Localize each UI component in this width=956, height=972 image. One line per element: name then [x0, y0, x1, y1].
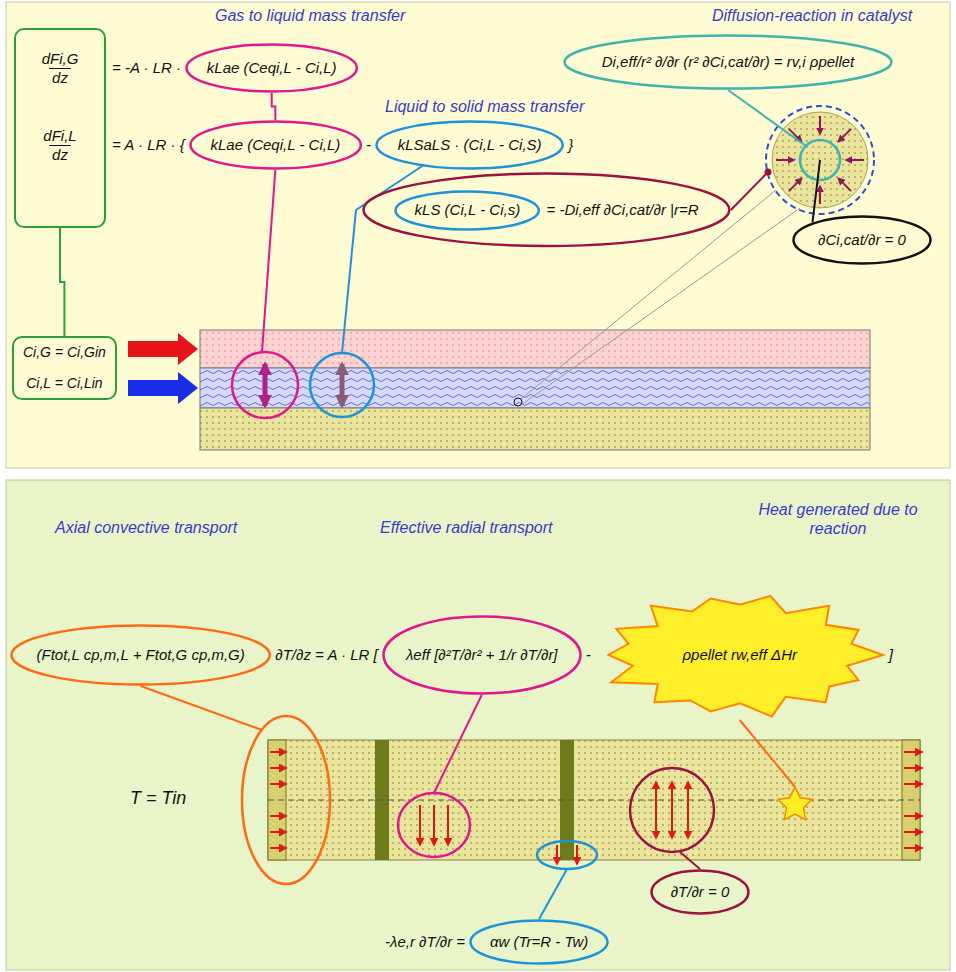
radial-arrows	[420, 805, 577, 864]
fraction: dFi,Ldz	[43, 127, 76, 164]
leader-line	[728, 90, 806, 146]
catalyst-layer	[200, 408, 870, 450]
equation-text: ∂Ci,cat/∂r = 0	[818, 231, 906, 249]
section-heading: Axial convective transport	[55, 518, 237, 537]
equation-text: ∂T/∂r = 0	[671, 883, 730, 901]
tube-axis	[268, 800, 920, 801]
leader-line	[813, 160, 820, 222]
equation-text: kLae (Ceqi,L - Ci,L)	[207, 59, 337, 77]
leader-line	[539, 869, 567, 919]
gas-liquid-zoom	[232, 352, 298, 418]
equation-term: -	[366, 136, 371, 154]
wall-zoom	[537, 841, 597, 869]
connector	[60, 228, 64, 336]
boundary-ellipse: = -Di,eff ∂Ci,cat/∂r |r=R kLS (Ci,L - Ci,…	[362, 172, 731, 248]
equation-text: kLae (Ceqi,L - Ci,L)	[210, 136, 340, 154]
reactor-tube	[268, 740, 920, 860]
term-ellipse: kLSaLS · (Ci,L - Ci,S)	[375, 120, 564, 170]
leader-line	[262, 170, 275, 352]
term-ellipse: λeff [∂²T/∂r² + 1/r ∂T/∂r]	[382, 615, 582, 695]
boundary-box: dFi,GdzdFi,Ldz	[14, 28, 106, 228]
equation-term: }	[568, 136, 573, 154]
equation-term: -	[586, 646, 591, 664]
liquid-inlet-arrow	[128, 372, 198, 404]
section-heading: Liquid to solid mass transfer	[385, 97, 584, 116]
equation-text: kLS (Ci,L - Ci,s)	[415, 201, 521, 219]
pellet-marker	[514, 398, 522, 406]
term-ellipse: kLae (Ceqi,L - Ci,L)	[185, 43, 358, 93]
equation-term: -λe,r ∂T/∂r =	[385, 933, 465, 951]
equation-text: αw (Tr=R - Tw)	[490, 933, 588, 951]
equation-text: dz	[49, 145, 71, 164]
equation-text: (Ftot,L cp,m,L + Ftot,G cp,m,G)	[36, 646, 244, 664]
axis-zoom	[630, 768, 714, 852]
axial-zoom	[242, 716, 330, 884]
symmetry-arrows	[656, 782, 688, 838]
gas-inlet-arrow	[128, 333, 198, 365]
equation-term: ∂T/∂z = A · LR [	[275, 646, 377, 664]
wall-condition-ellipse: αw (Tr=R - Tw)	[469, 919, 609, 965]
section-heading: Effective radial transport	[380, 518, 553, 537]
equation-term: ]	[889, 646, 893, 664]
flow-arrows	[270, 752, 922, 848]
equation-text: = -Di,eff ∂Ci,cat/∂r |r=R	[546, 201, 698, 219]
fraction: dFi,Gdz	[42, 50, 79, 87]
liquid-solid-zoom	[310, 353, 374, 417]
bottom-panel	[6, 480, 950, 970]
heat-star: ρpellet rw,eff ΔHr	[595, 590, 885, 720]
heat-spot	[778, 787, 812, 820]
leader-line	[680, 852, 700, 869]
equation-term: T = Tin	[130, 788, 186, 810]
top-panel	[6, 2, 950, 468]
connector	[272, 93, 276, 120]
section-heading: Heat generated due to reaction	[758, 500, 918, 538]
leader-line	[740, 720, 795, 787]
term-ellipse: (Ftot,L cp,m,L + Ftot,G cp,m,G)	[10, 624, 271, 686]
axis-condition-ellipse: ∂T/∂r = 0	[650, 869, 750, 915]
leader-line	[141, 686, 262, 730]
equation-text: Di,eff/r² ∂/∂r (r² ∂Ci,cat/∂r) = rv,i ρp…	[602, 53, 855, 71]
leader-line	[731, 172, 768, 210]
equation-text: dz	[49, 68, 71, 87]
equation-text: ρpellet rw,eff ΔHr	[682, 646, 797, 664]
equation-term: = -A · LR ·	[112, 59, 181, 77]
term-ellipse: kLae (Ceqi,L - Ci,L)	[189, 120, 362, 170]
gas-liquid-arrow	[263, 364, 268, 406]
pellet-equation-ellipse: Di,eff/r² ∂/∂r (r² ∂Ci,cat/∂r) = rv,i ρp…	[563, 34, 893, 90]
term-ellipse: kLS (Ci,L - Ci,s)	[394, 190, 540, 231]
inlet-condition-box: Ci,G = Ci,GinCi,L = Ci,Lin	[12, 336, 117, 400]
equation-term: = A · LR · {	[112, 136, 185, 154]
radial-zoom	[398, 793, 470, 857]
section-heading: Diffusion-reaction in catalyst	[712, 6, 912, 25]
equation-text: λeff [∂²T/∂r² + 1/r ∂T/∂r]	[406, 646, 558, 664]
equation-text: Ci,G = Ci,Gin	[23, 344, 106, 361]
leader-line	[434, 695, 482, 793]
center-condition-ellipse: ∂Ci,cat/∂r = 0	[792, 215, 932, 265]
equation-text: dFi,G	[42, 50, 79, 68]
equation-text: dFi,L	[43, 127, 76, 145]
equation-text: Ci,L = Ci,Lin	[26, 375, 102, 392]
section-heading: Gas to liquid mass transfer	[215, 6, 405, 25]
gas-layer	[200, 330, 870, 368]
liquid-solid-arrow	[340, 364, 345, 406]
zoom-line	[521, 190, 776, 399]
equation-text: kLSaLS · (Ci,L - Ci,S)	[398, 136, 542, 154]
